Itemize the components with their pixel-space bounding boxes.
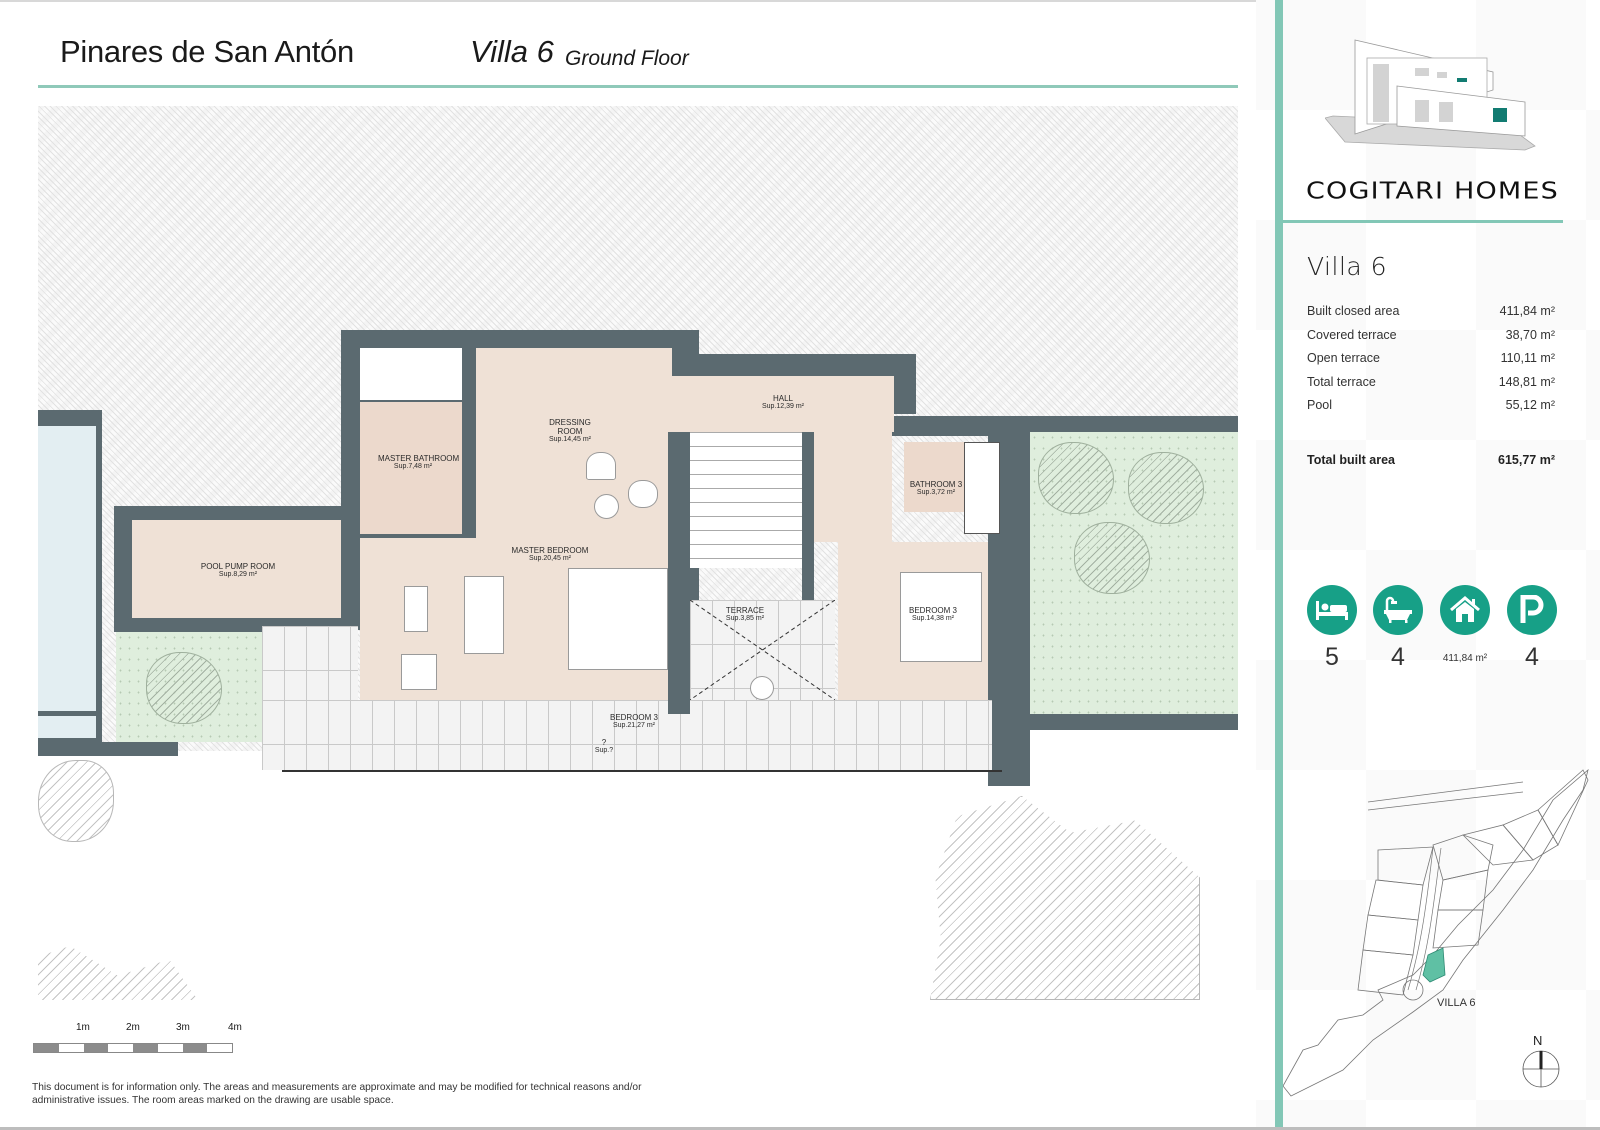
site-plan-villa-label: VILLA 6 (1437, 997, 1476, 1009)
dashed-overhang-icon (690, 600, 835, 700)
terrace-south (262, 700, 992, 770)
page-border-bottom (0, 1127, 1600, 1130)
villa-title: Villa 6 (470, 34, 554, 69)
bed-icon (1307, 585, 1357, 635)
terrace-edge (282, 770, 1002, 772)
shower-3 (964, 442, 1000, 534)
scale-label-2m: 2m (126, 1022, 140, 1033)
room-label-unknown: ?Sup.? (594, 738, 614, 755)
bathroom-3 (904, 442, 964, 512)
shower (360, 348, 462, 400)
feature-bathrooms: 4 (1373, 585, 1423, 672)
scale-bar (33, 1043, 233, 1053)
stat-row: Total terrace 148,81 m² (1307, 375, 1555, 399)
chair (401, 654, 437, 690)
stair-wall-east (802, 432, 814, 602)
stat-label: Total terrace (1307, 374, 1376, 389)
stat-row: Covered terrace 38,70 m² (1307, 328, 1555, 352)
area-stats: Built closed area 411,84 m² Covered terra… (1307, 304, 1555, 422)
stat-value: 55,12 m² (1505, 398, 1555, 412)
stat-label: Pool (1307, 398, 1333, 412)
stat-value: 411,84 m² (1499, 304, 1555, 318)
bed (568, 568, 668, 670)
site-plan-map (1283, 768, 1589, 1097)
tree-icon (1128, 452, 1204, 524)
north-label: N (1533, 1033, 1543, 1048)
feature-area: 411,84 m² (1440, 585, 1490, 664)
north-arrow-icon (1522, 1050, 1560, 1088)
brand-rule (1283, 220, 1563, 223)
parking-icon (1507, 585, 1557, 635)
armchair (586, 452, 616, 480)
house-icon (1440, 585, 1490, 635)
hall-corridor (814, 432, 892, 542)
scale-label-3m: 3m (176, 1022, 190, 1033)
tree-icon (1074, 522, 1150, 594)
feature-value: 4 (1525, 643, 1539, 671)
side-table (594, 494, 619, 519)
stat-label: Built closed area (1307, 304, 1400, 318)
desk (404, 586, 428, 632)
staircase (690, 432, 802, 568)
armchair (628, 480, 658, 508)
feature-value: 5 (1325, 643, 1339, 671)
total-built-area: Total built area 615,77 m² (1307, 453, 1555, 467)
stat-value: 38,70 m² (1505, 327, 1555, 342)
pool (38, 426, 96, 711)
stat-row: Pool 55,12 m² (1307, 398, 1555, 422)
tree-icon (1038, 442, 1114, 514)
feature-parking: 4 (1507, 585, 1557, 672)
tree-icon (146, 652, 222, 724)
cogitari-logo-icon (1325, 39, 1536, 151)
terrace-column (668, 700, 690, 714)
bathtub-icon (1373, 585, 1423, 635)
stat-value: 110,11 m² (1500, 351, 1555, 365)
page-border-top (0, 0, 1600, 2)
feature-bedrooms: 5 (1307, 585, 1357, 672)
scale-label-4m: 4m (228, 1022, 242, 1033)
stat-label: Open terrace (1307, 351, 1380, 365)
open-ground-right (1028, 726, 1238, 786)
shrub-hatch (38, 760, 114, 842)
wall-south-left (38, 742, 178, 756)
brand-name: COGITARI HOMES (1306, 178, 1560, 205)
pool-step (38, 716, 96, 738)
disclaimer: This document is for information only. T… (32, 1082, 642, 1106)
total-label: Total built area (1307, 453, 1395, 467)
hall (672, 376, 894, 432)
total-value: 615,77 m² (1498, 453, 1555, 467)
master-bathroom (360, 402, 462, 534)
scale-label-1m: 1m (76, 1022, 90, 1033)
project-title: Pinares de San Antón (60, 34, 354, 69)
stair-wall-west (668, 432, 690, 714)
villa-heading: Villa 6 (1307, 252, 1388, 281)
terrace-table (750, 676, 774, 700)
header-rule (38, 85, 1238, 88)
stat-row: Open terrace 110,11 m² (1307, 351, 1555, 375)
stat-value: 148,81 m² (1498, 374, 1555, 389)
bed (900, 572, 982, 662)
stat-label: Covered terrace (1307, 327, 1397, 342)
feature-value: 411,84 m² (1442, 653, 1488, 664)
sofa (464, 576, 504, 654)
pool-pump-room (132, 520, 342, 618)
floor-title: Ground Floor (565, 47, 689, 70)
sidebar-accent-stripe (1275, 0, 1283, 1128)
feature-value: 4 (1391, 643, 1405, 671)
stat-row: Built closed area 411,84 m² (1307, 304, 1555, 328)
